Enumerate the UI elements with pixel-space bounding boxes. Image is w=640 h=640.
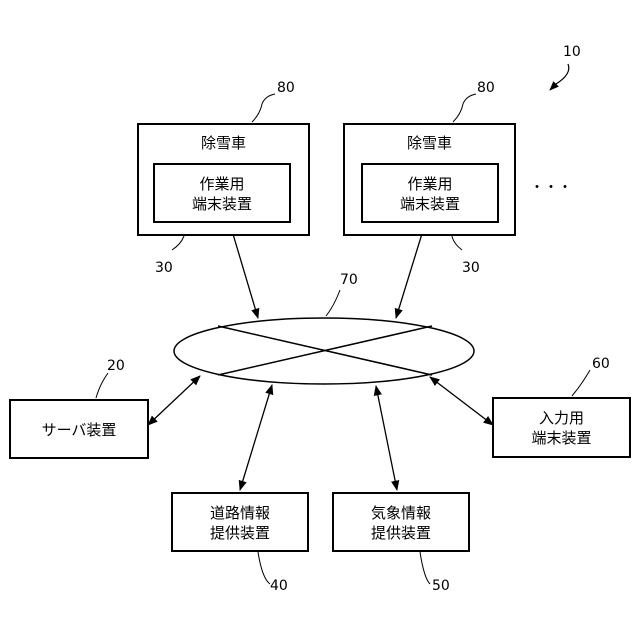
leader-50 — [420, 552, 430, 584]
input-terminal-label: 入力用 端末装置 — [494, 408, 629, 448]
arrow-weather-info-network — [376, 386, 397, 490]
road-info-ref: 40 — [270, 578, 288, 594]
arrow-road-info-network — [240, 385, 272, 490]
road-info-label: 道路情報 提供装置 — [173, 503, 307, 543]
weather-info-ref: 50 — [432, 578, 450, 594]
snowplow-left-box: 除雪車 作業用 端末装置 — [137, 123, 310, 236]
server-box: サーバ装置 — [9, 399, 149, 459]
work-terminal-left-box: 作業用 端末装置 — [153, 163, 291, 223]
leader-60 — [572, 370, 590, 396]
road-info-box: 道路情報 提供装置 — [171, 492, 309, 552]
snowplow-left-ref: 80 — [277, 80, 295, 96]
weather-info-box: 気象情報 提供装置 — [332, 492, 470, 552]
leader-70 — [326, 290, 340, 316]
work-terminal-right-box: 作業用 端末装置 — [361, 163, 499, 223]
work-terminal-right-ref: 30 — [462, 260, 480, 276]
system-ref: 10 — [563, 44, 581, 60]
snowplow-right-box: 除雪車 作業用 端末装置 — [343, 123, 516, 236]
work-terminal-left-ref: 30 — [155, 260, 173, 276]
system-ref-leader — [550, 64, 569, 90]
arrow-left-terminal-network — [230, 224, 258, 318]
weather-info-label: 気象情報 提供装置 — [334, 503, 468, 543]
work-terminal-left-label: 作業用 端末装置 — [155, 174, 289, 214]
arrow-input-terminal-network — [430, 377, 493, 425]
snowplow-left-title: 除雪車 — [139, 133, 308, 153]
network-ref: 70 — [340, 272, 358, 288]
input-terminal-ref: 60 — [592, 356, 610, 372]
leader-20 — [96, 373, 108, 398]
work-terminal-right-label: 作業用 端末装置 — [363, 174, 497, 214]
snowplow-right-ref: 80 — [477, 80, 495, 96]
arrow-right-terminal-network — [396, 224, 425, 318]
snowplow-right-title: 除雪車 — [345, 133, 514, 153]
input-terminal-box: 入力用 端末装置 — [492, 397, 631, 458]
server-ref: 20 — [107, 358, 125, 374]
arrow-server-network — [148, 376, 200, 425]
leader-80-right — [453, 94, 476, 122]
leader-80-left — [252, 94, 275, 122]
server-label: サーバ装置 — [11, 420, 147, 440]
leader-40 — [258, 552, 270, 584]
more-snowplows-ellipsis: ・・・ — [526, 178, 576, 198]
